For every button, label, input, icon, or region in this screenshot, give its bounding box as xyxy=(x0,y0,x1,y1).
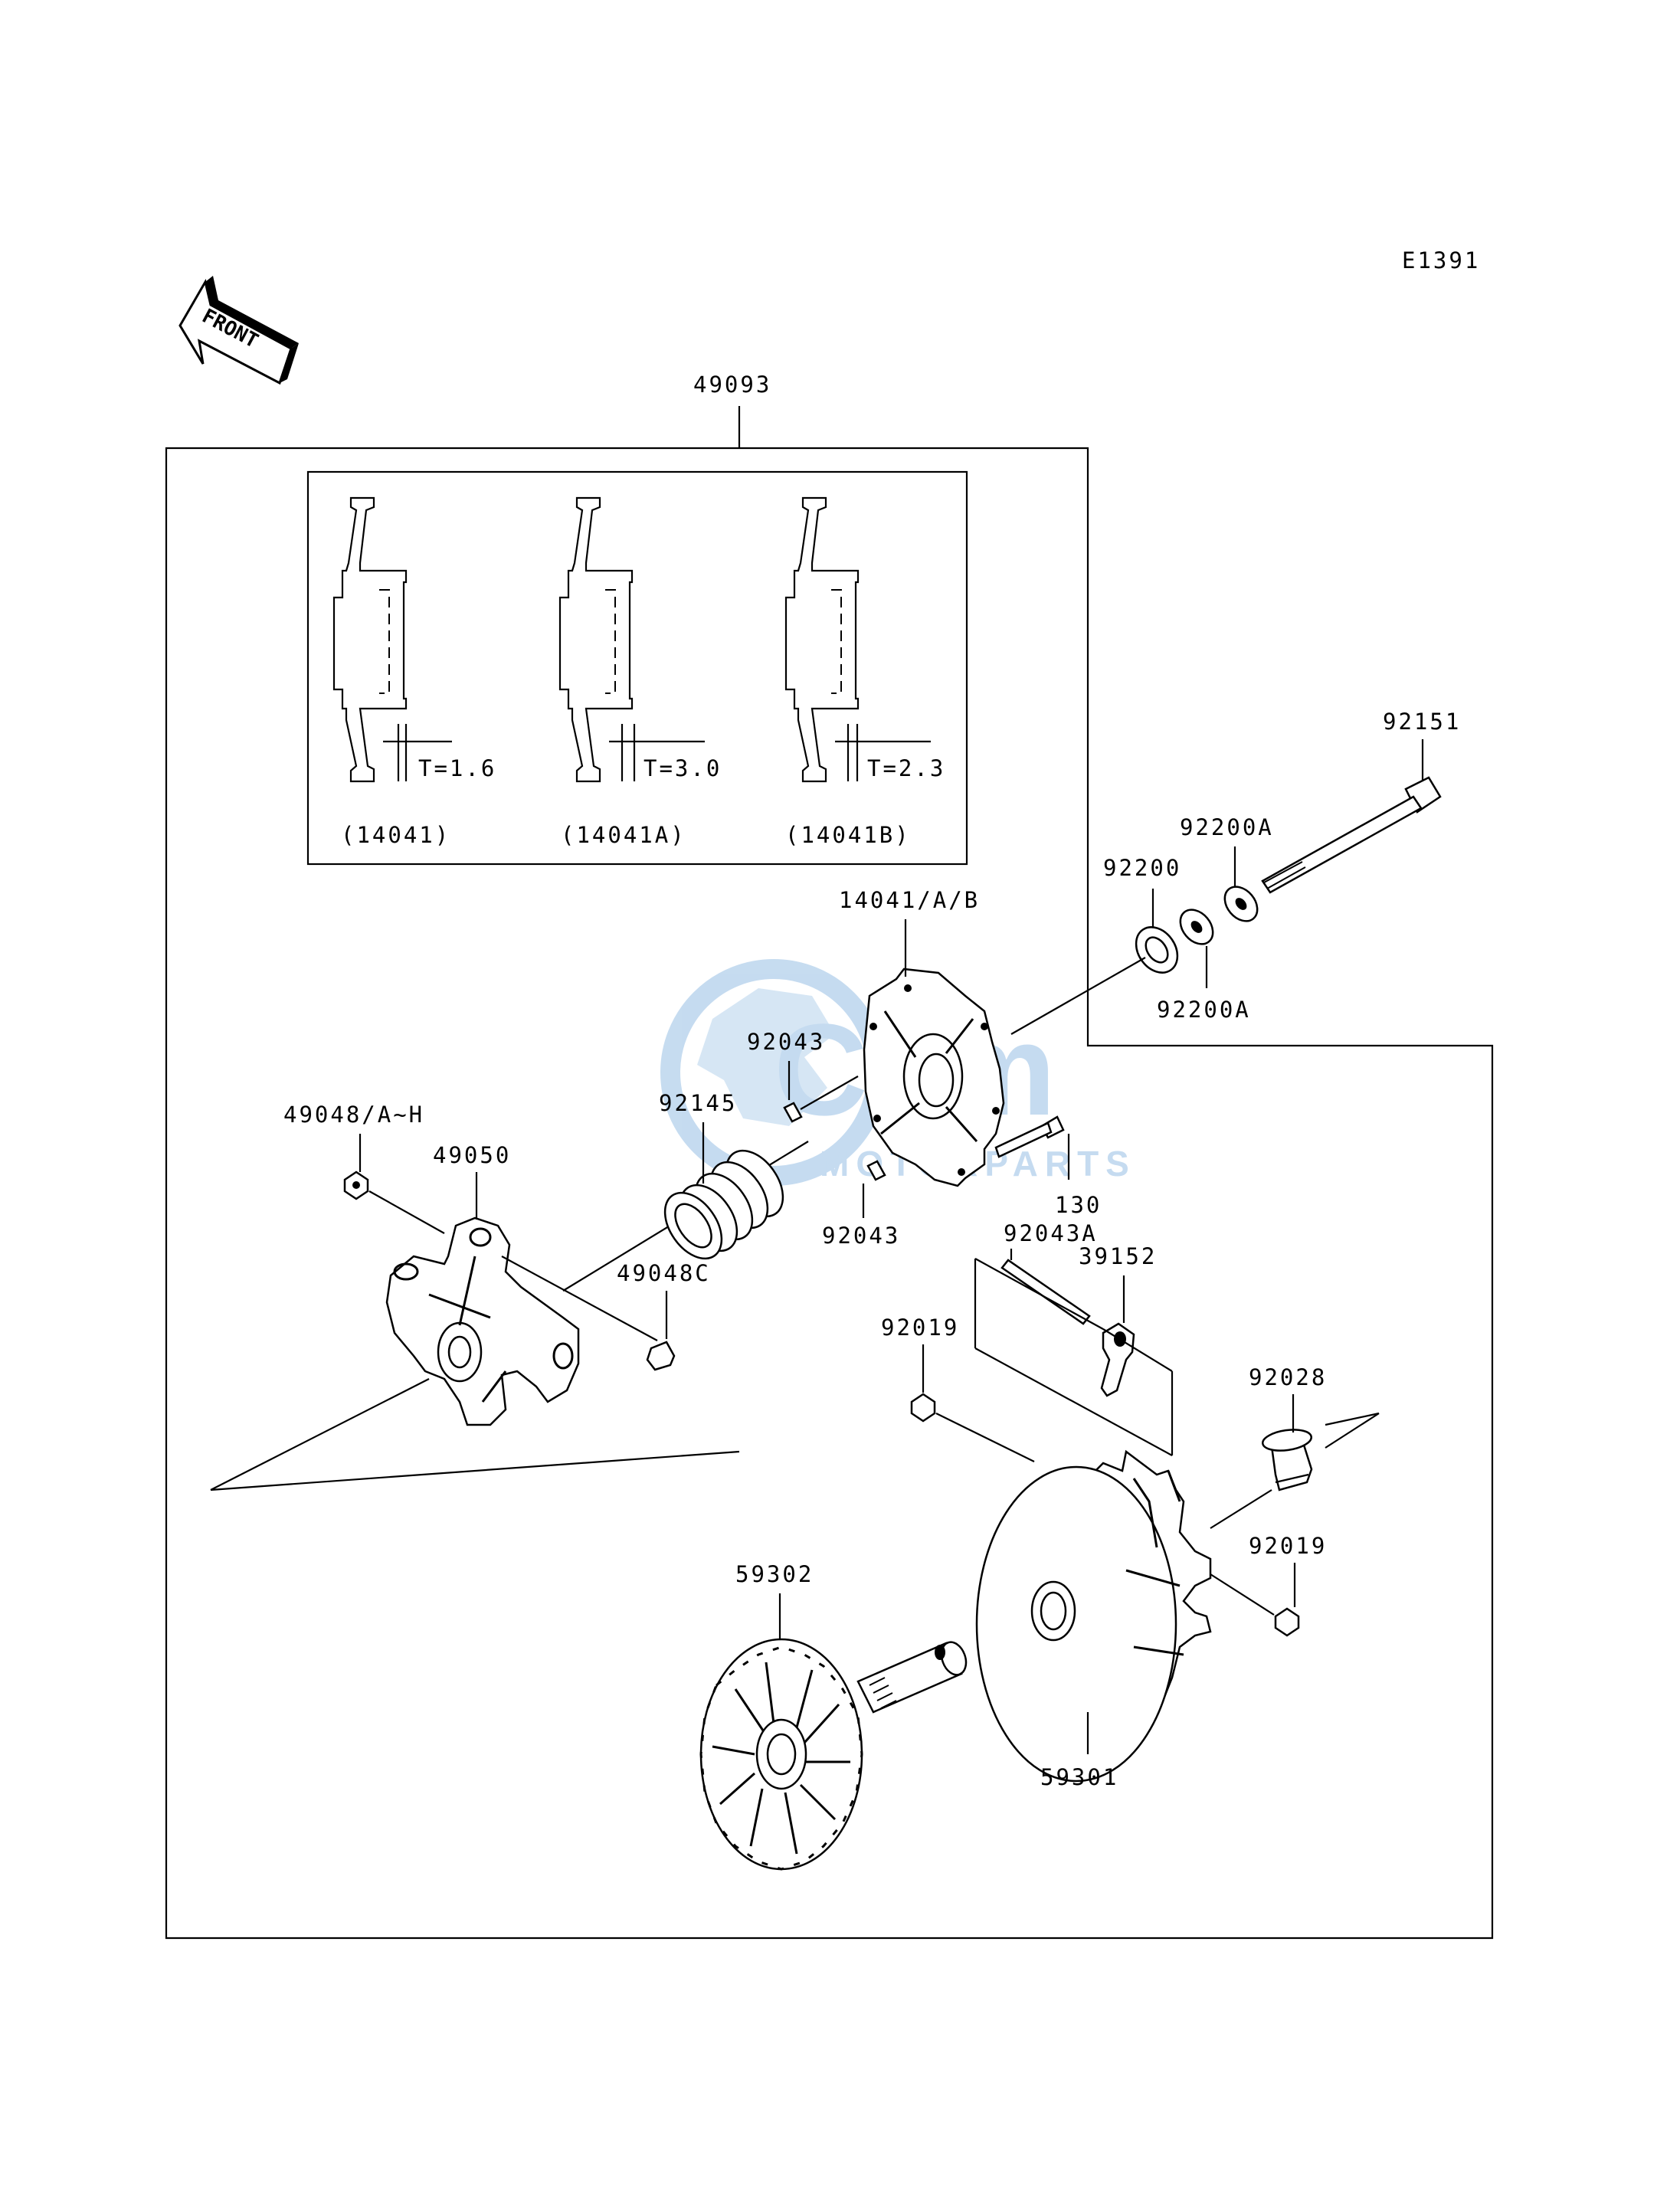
callout-49050: 49050 xyxy=(433,1142,511,1168)
spider-variants-inset xyxy=(306,470,968,866)
callout-92200a-top: 92200A xyxy=(1180,814,1274,840)
callout-92200: 92200 xyxy=(1103,855,1181,881)
movable-sheave-59301 xyxy=(975,1449,1212,1783)
callout-59302: 59302 xyxy=(735,1561,814,1587)
callout-39152: 39152 xyxy=(1079,1243,1157,1269)
spider-variant-14041b: T=2.3 (14041B) xyxy=(784,496,945,848)
callout-92200a-bottom: 92200A xyxy=(1157,997,1251,1023)
callout-92019-left: 92019 xyxy=(881,1315,959,1341)
diagram-code: E1391 xyxy=(1402,247,1480,273)
pin-92043-lower xyxy=(866,1160,886,1181)
callout-14041-a-b: 14041/A/B xyxy=(839,887,980,913)
variant-2-thickness: T=3.0 xyxy=(644,755,722,781)
cover-49050 xyxy=(385,1216,580,1426)
pin-92043-upper xyxy=(783,1102,803,1123)
weight-49048c xyxy=(646,1341,676,1371)
fixed-sheave-59302 xyxy=(699,1638,968,1871)
assembly-outline xyxy=(165,447,1494,1940)
callout-130: 130 xyxy=(1055,1192,1102,1218)
arm-39152 xyxy=(1100,1322,1135,1397)
variant-1-part: (14041) xyxy=(341,822,450,848)
callout-92043a: 92043A xyxy=(1004,1220,1098,1246)
nut-92019-right xyxy=(1274,1607,1300,1637)
variant-2-part: (14041A) xyxy=(561,822,686,848)
variant-1-thickness: T=1.6 xyxy=(418,755,496,781)
bushing-92028 xyxy=(1262,1429,1313,1491)
pin-92043a xyxy=(1000,1249,1091,1325)
spider-variant-14041: T=1.6 (14041) xyxy=(332,496,496,848)
spring-92145 xyxy=(663,1149,784,1260)
callout-92145: 92145 xyxy=(659,1090,737,1116)
weight-49048 xyxy=(343,1171,369,1200)
front-arrow-icon: FRONT xyxy=(178,276,299,385)
bolt-92151 xyxy=(1261,739,1442,894)
callout-59301: 59301 xyxy=(1040,1764,1118,1790)
callout-49048-a-h: 49048/A~H xyxy=(283,1102,424,1128)
callout-92043-upper: 92043 xyxy=(747,1029,825,1055)
callout-92043-lower: 92043 xyxy=(822,1223,900,1249)
variant-3-part: (14041B) xyxy=(785,822,911,848)
callout-49048c: 49048C xyxy=(617,1260,711,1286)
nut-92019-left xyxy=(910,1393,936,1423)
spider-14041 xyxy=(863,968,1005,1187)
variant-3-thickness: T=2.3 xyxy=(867,755,945,781)
callout-92019-right: 92019 xyxy=(1249,1533,1327,1559)
callout-49093: 49093 xyxy=(693,372,771,398)
spider-variant-14041a: T=3.0 (14041A) xyxy=(558,496,722,848)
callout-92151: 92151 xyxy=(1383,709,1461,735)
callout-92028: 92028 xyxy=(1249,1364,1327,1390)
washer-92200 xyxy=(1135,926,1179,974)
screw-130 xyxy=(994,1115,1065,1158)
